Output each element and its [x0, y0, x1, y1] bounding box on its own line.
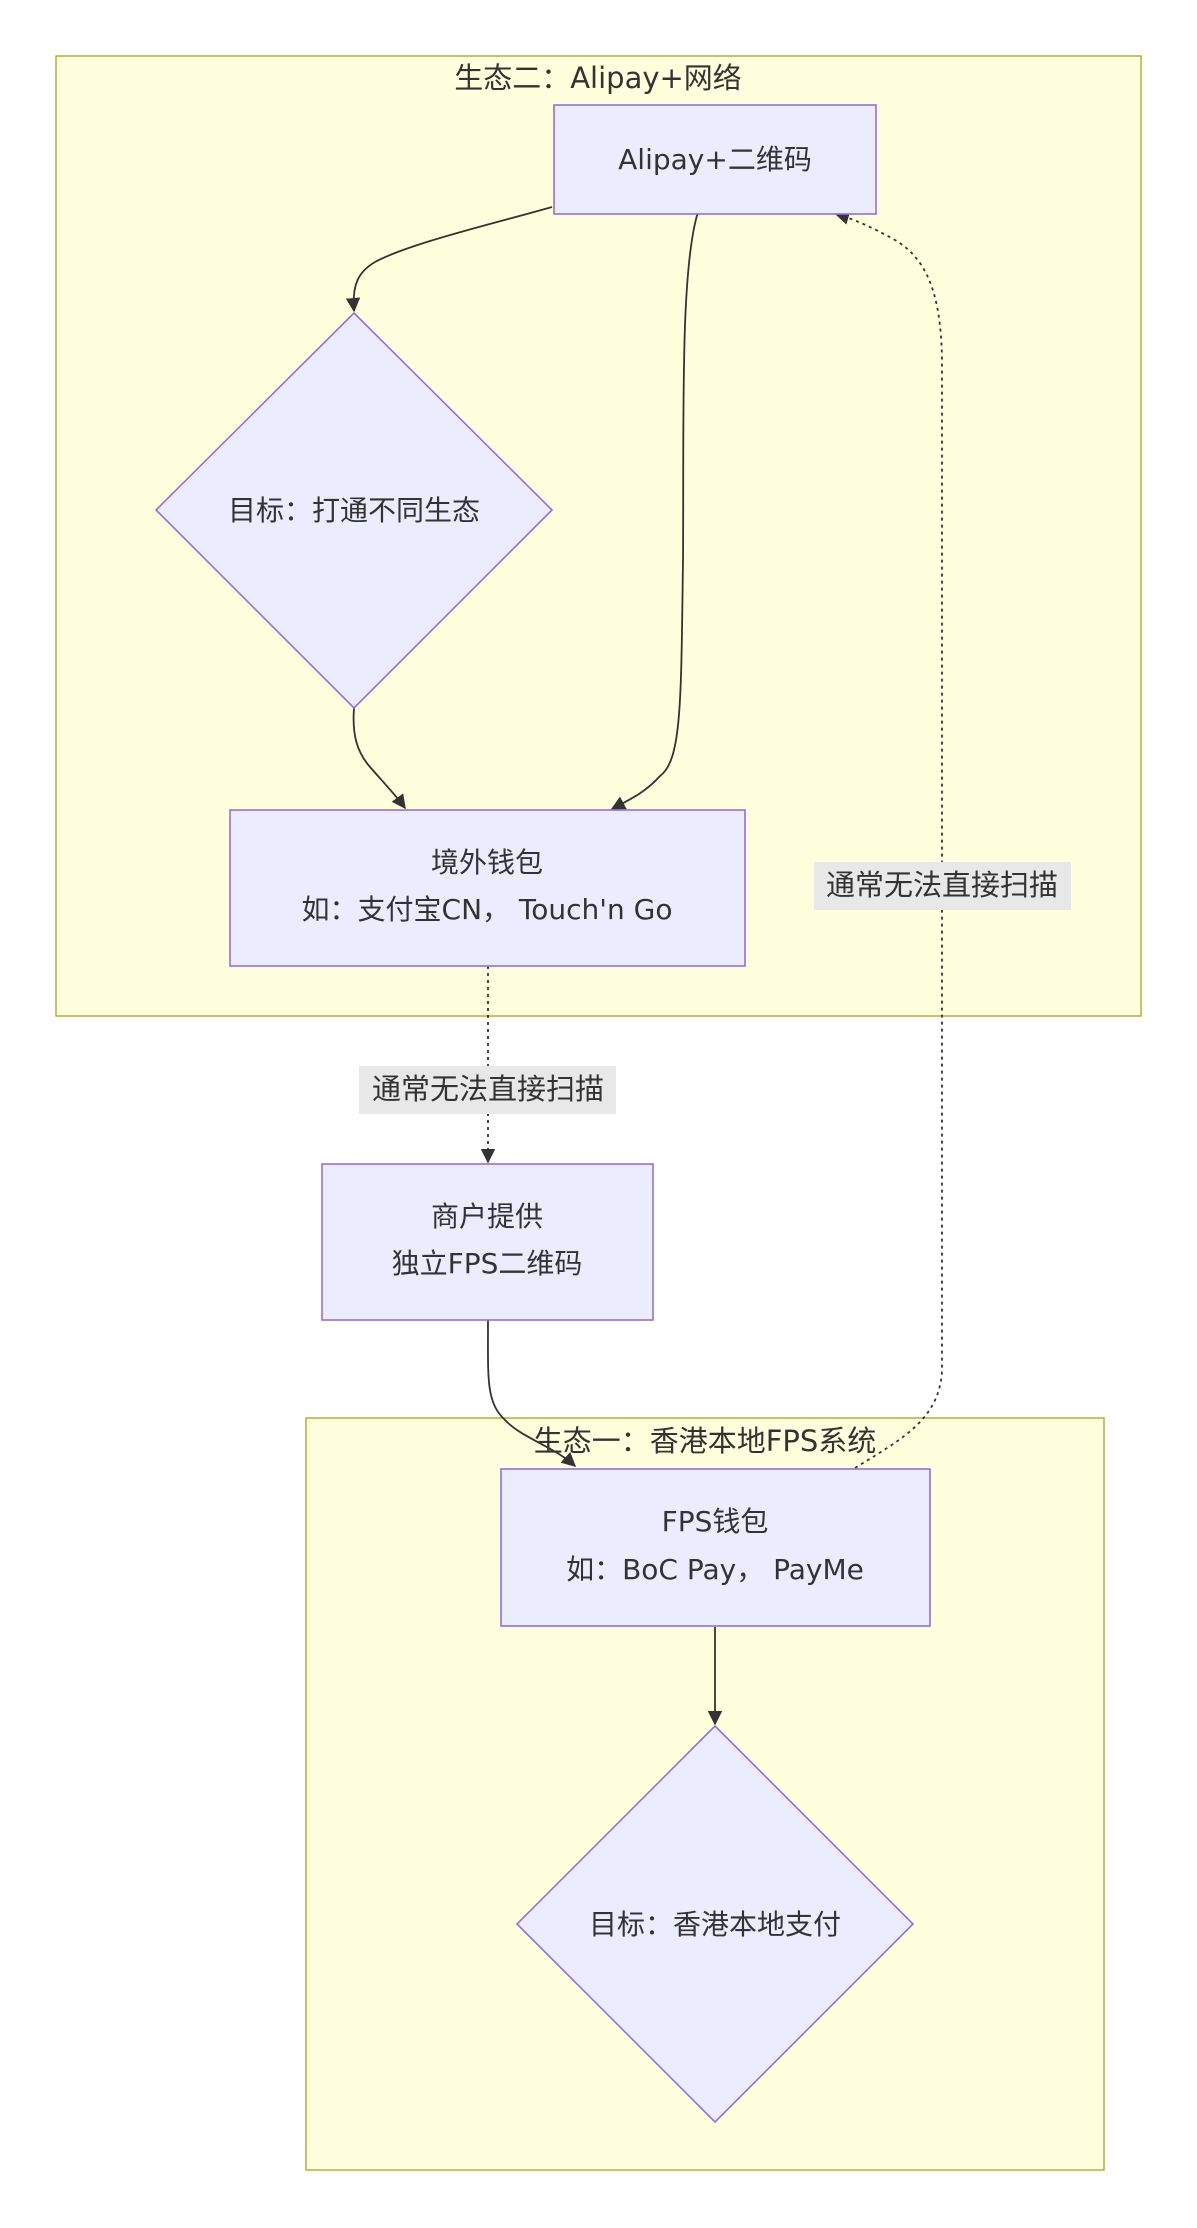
- node-alipay-qr: Alipay+二维码: [553, 104, 877, 215]
- node-overseas-wallet-line1: 境外钱包: [431, 846, 543, 879]
- node-merchant-qr-line1: 商户提供: [431, 1200, 543, 1233]
- edge-label-wallet-to-merchant-text: 通常无法直接扫描: [372, 1072, 604, 1106]
- node-overseas-wallet-line2: 如：支付宝CN， Touch'n Go: [302, 893, 673, 926]
- edge-alipay-to-goal-connect: [345, 206, 553, 313]
- node-overseas-wallet: 境外钱包 如：支付宝CN， Touch'n Go: [229, 809, 746, 967]
- node-merchant-qr: 商户提供 独立FPS二维码: [321, 1163, 654, 1321]
- node-goal-local-label: 目标：香港本地支付: [589, 1908, 841, 1941]
- node-fps-wallet-line2: 如：BoC Pay， PayMe: [566, 1553, 864, 1586]
- node-goal-local: 目标：香港本地支付: [515, 1724, 915, 2124]
- edge-label-fps-to-alipay-text: 通常无法直接扫描: [826, 868, 1058, 902]
- node-alipay-qr-label: Alipay+二维码: [618, 143, 812, 176]
- cluster-ecosystem-one-title: 生态一：香港本地FPS系统: [534, 1424, 877, 1458]
- node-goal-connect: 目标：打通不同生态: [154, 311, 554, 710]
- cluster-ecosystem-two-title: 生态二：Alipay+网络: [454, 61, 742, 95]
- edge-label-fps-to-alipay: 通常无法直接扫描: [814, 862, 1071, 910]
- edge-goal-connect-to-overseas-wallet: [352, 707, 406, 810]
- edge-merchant-qr-to-fps-wallet: [487, 1319, 577, 1467]
- node-merchant-qr-line2: 独立FPS二维码: [392, 1247, 583, 1280]
- node-fps-wallet-line1: FPS钱包: [662, 1505, 769, 1538]
- node-goal-connect-label: 目标：打通不同生态: [228, 494, 480, 527]
- node-fps-wallet: FPS钱包 如：BoC Pay， PayMe: [500, 1468, 931, 1627]
- edge-alipay-to-overseas-wallet: [610, 211, 699, 810]
- edge-label-wallet-to-merchant: 通常无法直接扫描: [359, 1066, 616, 1114]
